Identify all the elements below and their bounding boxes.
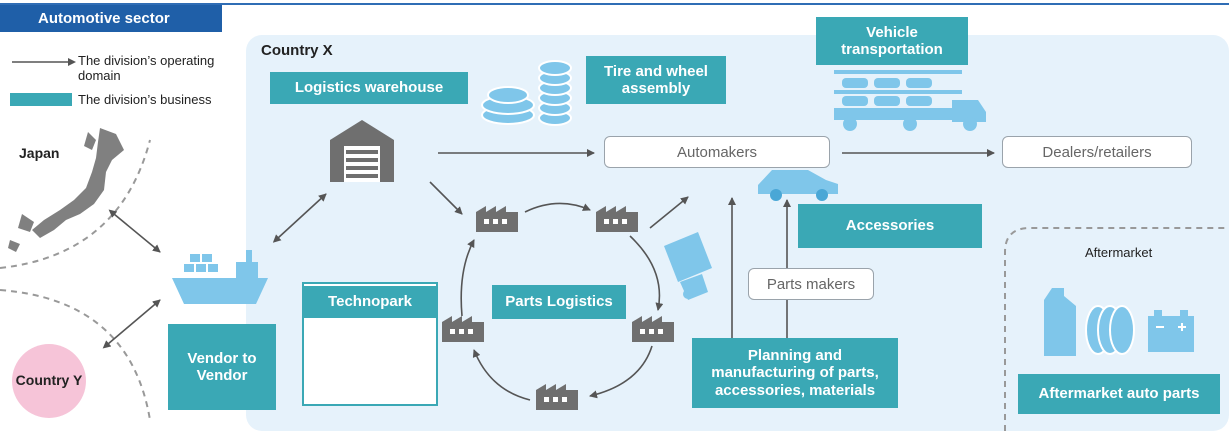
parts-logistics-box: Parts Logistics: [492, 285, 626, 319]
legend-box-label: The division’s business: [78, 92, 212, 107]
japan-label: Japan: [19, 145, 60, 161]
oil-bottle-icon: [1044, 288, 1076, 356]
planning-manufacturing-box: Planning and manufacturing of parts, acc…: [692, 338, 898, 408]
legend-arrow-label: The division’s operating domain: [78, 53, 215, 83]
sector-tab: Automotive sector: [0, 5, 222, 32]
header-rule: [0, 3, 1229, 5]
tire-stack-icon: [481, 60, 572, 126]
factory-icon-1: [476, 206, 518, 232]
factory-icon-5: [442, 316, 484, 342]
vehicle-transportation-box: Vehicle transportation: [816, 17, 968, 65]
flow-arrows: [102, 149, 995, 401]
accessories-box: Accessories: [798, 204, 982, 248]
legend-swatch: [10, 93, 72, 106]
vendor-to-vendor-box: Vendor to Vendor: [168, 324, 276, 410]
logistics-warehouse-box: Logistics warehouse: [270, 72, 468, 104]
cargo-ship-icon: [172, 250, 268, 304]
factory-icon-3: [632, 316, 674, 342]
aftermarket-parts-box: Aftermarket auto parts: [1018, 374, 1220, 414]
aftermarket-frame: [1004, 227, 1229, 431]
dealers-retailers-node: Dealers/retailers: [1002, 136, 1192, 168]
tire-wheel-box: Tire and wheel assembly: [586, 56, 726, 104]
country-y-circle: Country Y: [12, 344, 86, 418]
car-carrier-truck-icon: [834, 70, 986, 131]
country-x-label: Country X: [261, 42, 333, 59]
factory-icon-4: [536, 384, 578, 410]
delivery-truck-icon: [664, 232, 712, 300]
warehouse-icon: [330, 120, 394, 182]
car-icon: [758, 170, 838, 201]
technopark-box: Technopark: [302, 286, 438, 318]
parts-makers-node: Parts makers: [748, 268, 874, 300]
tire-icon: [1085, 305, 1135, 355]
legend: The division’s operating domain The divi…: [10, 52, 240, 112]
automakers-node: Automakers: [604, 136, 830, 168]
battery-icon: [1148, 310, 1194, 352]
japan-map-icon: [8, 128, 124, 252]
aftermarket-label: Aftermarket: [1085, 245, 1153, 260]
factory-icon-2: [596, 206, 638, 232]
country-y-border: [0, 289, 151, 421]
legend-arrow-icon: [12, 58, 76, 66]
